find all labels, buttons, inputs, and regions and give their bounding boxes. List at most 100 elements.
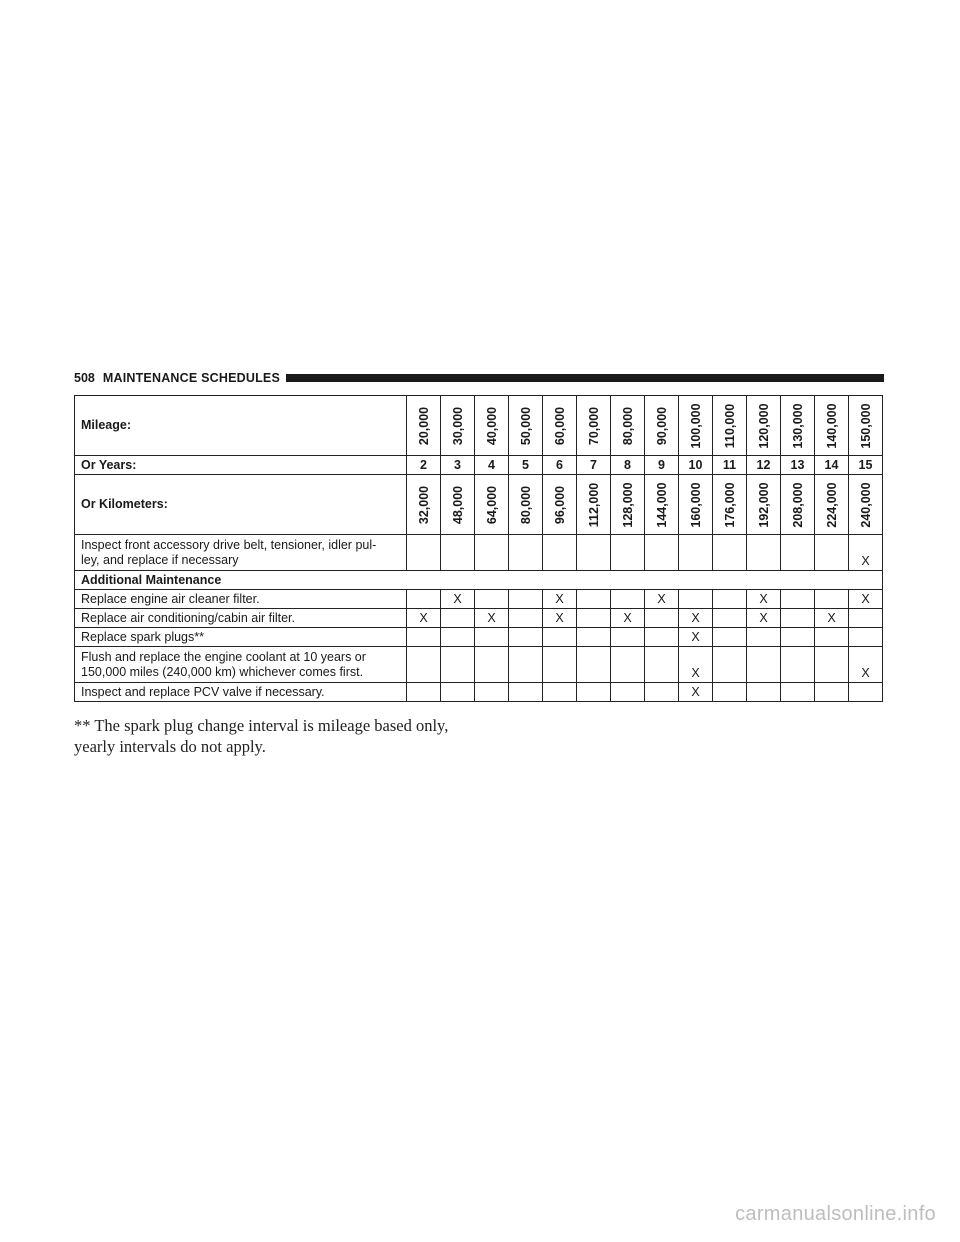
schedule-mark [712, 534, 747, 571]
schedule-mark [814, 534, 849, 571]
mileage-value: 50,000 [518, 406, 533, 445]
mileage-value: 80,000 [620, 406, 635, 445]
schedule-mark [610, 646, 645, 683]
maintenance-item: Inspect and replace PCV valve if necessa… [74, 682, 407, 702]
schedule-mark [712, 608, 747, 628]
schedule-mark [644, 627, 679, 647]
schedule-mark [746, 646, 781, 683]
schedule-mark [474, 646, 509, 683]
watermark: carmanualsonline.info [735, 1203, 936, 1225]
schedule-mark: X [474, 608, 509, 628]
schedule-mark: X [440, 589, 475, 609]
maintenance-item: Replace air conditioning/cabin air filte… [74, 608, 407, 628]
kilometers-value: 176,000 [722, 481, 737, 528]
schedule-mark [542, 627, 577, 647]
years-value: 13 [780, 455, 815, 475]
kilometers-cell: 208,000 [780, 474, 815, 535]
schedule-mark [746, 534, 781, 571]
mileage-cell: 20,000 [406, 395, 441, 456]
schedule-row: Inspect front accessory drive belt, tens… [74, 534, 883, 571]
years-value: 11 [712, 455, 747, 475]
schedule-mark: X [848, 589, 883, 609]
schedule-mark: X [848, 646, 883, 683]
schedule-mark [678, 589, 713, 609]
section-heading: Additional Maintenance [74, 570, 883, 590]
mileage-cell: 150,000 [848, 395, 883, 456]
schedule-mark [576, 627, 611, 647]
mileage-value: 90,000 [654, 406, 669, 445]
schedule-mark: X [678, 646, 713, 683]
kilometers-cell: 160,000 [678, 474, 713, 535]
kilometers-cell: 96,000 [542, 474, 577, 535]
schedule-row: Inspect and replace PCV valve if necessa… [74, 682, 883, 702]
schedule-mark: X [814, 608, 849, 628]
schedule-mark: X [746, 608, 781, 628]
schedule-mark [576, 682, 611, 702]
mileage-value: 130,000 [790, 402, 805, 449]
kilometers-cell: 48,000 [440, 474, 475, 535]
schedule-mark: X [542, 608, 577, 628]
mileage-value: 150,000 [858, 402, 873, 449]
mileage-cell: 40,000 [474, 395, 509, 456]
years-value: 10 [678, 455, 713, 475]
maintenance-item: Replace spark plugs** [74, 627, 407, 647]
kilometers-value: 208,000 [790, 481, 805, 528]
schedule-mark [508, 646, 543, 683]
schedule-mark [780, 608, 815, 628]
years-value: 15 [848, 455, 883, 475]
years-value: 12 [746, 455, 781, 475]
schedule-mark [508, 682, 543, 702]
schedule-mark [474, 534, 509, 571]
kilometers-cell: 144,000 [644, 474, 679, 535]
years-value: 7 [576, 455, 611, 475]
mileage-value: 20,000 [416, 406, 431, 445]
schedule-mark [576, 534, 611, 571]
schedule-mark [610, 589, 645, 609]
schedule-mark [474, 627, 509, 647]
mileage-cell: 50,000 [508, 395, 543, 456]
schedule-mark [542, 682, 577, 702]
kilometers-cell: 112,000 [576, 474, 611, 535]
kilometers-value: 128,000 [620, 481, 635, 528]
schedule-mark [406, 589, 441, 609]
schedule-mark [678, 534, 713, 571]
schedule-mark: X [848, 534, 883, 571]
kilometers-cell: 32,000 [406, 474, 441, 535]
mileage-cell: 140,000 [814, 395, 849, 456]
schedule-mark [440, 608, 475, 628]
mileage-value: 70,000 [586, 406, 601, 445]
mileage-value: 60,000 [552, 406, 567, 445]
mileage-cell: 110,000 [712, 395, 747, 456]
schedule-mark [848, 608, 883, 628]
schedule-mark [406, 682, 441, 702]
header-rule [285, 374, 884, 382]
schedule-mark [406, 627, 441, 647]
kilometers-value: 64,000 [484, 485, 499, 524]
years-label: Or Years: [74, 455, 407, 475]
mileage-value: 140,000 [824, 402, 839, 449]
schedule-mark [814, 682, 849, 702]
kilometers-value: 160,000 [688, 481, 703, 528]
schedule-mark [508, 608, 543, 628]
schedule-mark [814, 589, 849, 609]
schedule-mark [474, 589, 509, 609]
kilometers-value: 112,000 [586, 482, 601, 527]
schedule-mark [508, 534, 543, 571]
schedule-mark [746, 682, 781, 702]
mileage-value: 30,000 [450, 406, 465, 445]
schedule-mark [576, 608, 611, 628]
schedule-mark [440, 682, 475, 702]
kilometers-value: 240,000 [858, 481, 873, 528]
schedule-row: Replace spark plugs**X [74, 627, 883, 647]
kilometers-cell: 64,000 [474, 474, 509, 535]
schedule-mark [644, 534, 679, 571]
mileage-label: Mileage: [74, 395, 407, 456]
mileage-cell: 130,000 [780, 395, 815, 456]
kilometers-cell: 176,000 [712, 474, 747, 535]
maintenance-item: Replace engine air cleaner filter. [74, 589, 407, 609]
schedule-mark [644, 646, 679, 683]
schedule-mark: X [644, 589, 679, 609]
kilometers-value: 48,000 [450, 485, 465, 524]
